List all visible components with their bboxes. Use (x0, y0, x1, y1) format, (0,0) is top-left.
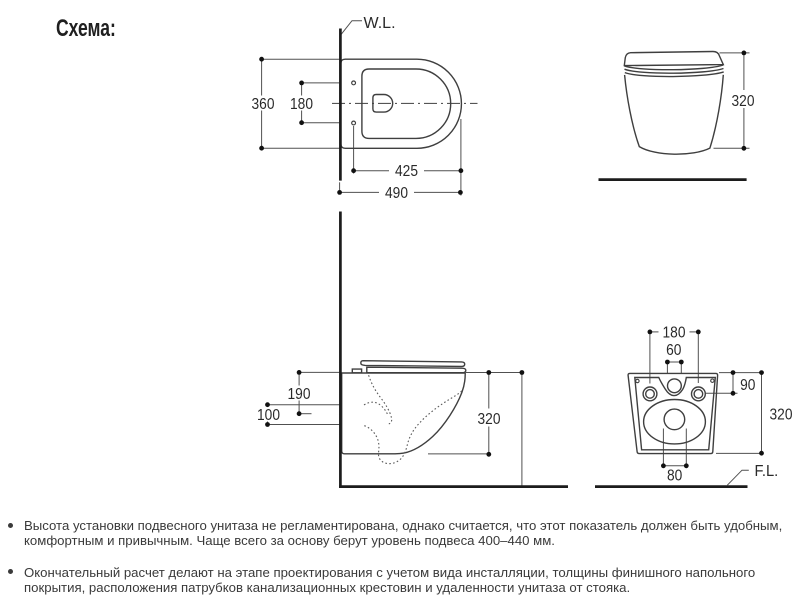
svg-text:360: 360 (252, 95, 275, 113)
svg-text:80: 80 (667, 467, 682, 485)
svg-text:180: 180 (290, 95, 313, 113)
svg-text:190: 190 (288, 385, 311, 403)
svg-text:490: 490 (385, 184, 408, 202)
svg-text:425: 425 (395, 162, 418, 180)
svg-text:90: 90 (740, 376, 755, 394)
svg-text:320: 320 (478, 410, 501, 428)
svg-text:60: 60 (666, 341, 681, 359)
svg-text:320: 320 (770, 405, 793, 423)
svg-text:320: 320 (732, 92, 755, 110)
svg-text:F.L.: F.L. (755, 462, 779, 480)
svg-text:W.L.: W.L. (364, 15, 396, 32)
svg-text:180: 180 (663, 324, 686, 342)
svg-text:100: 100 (257, 406, 280, 424)
